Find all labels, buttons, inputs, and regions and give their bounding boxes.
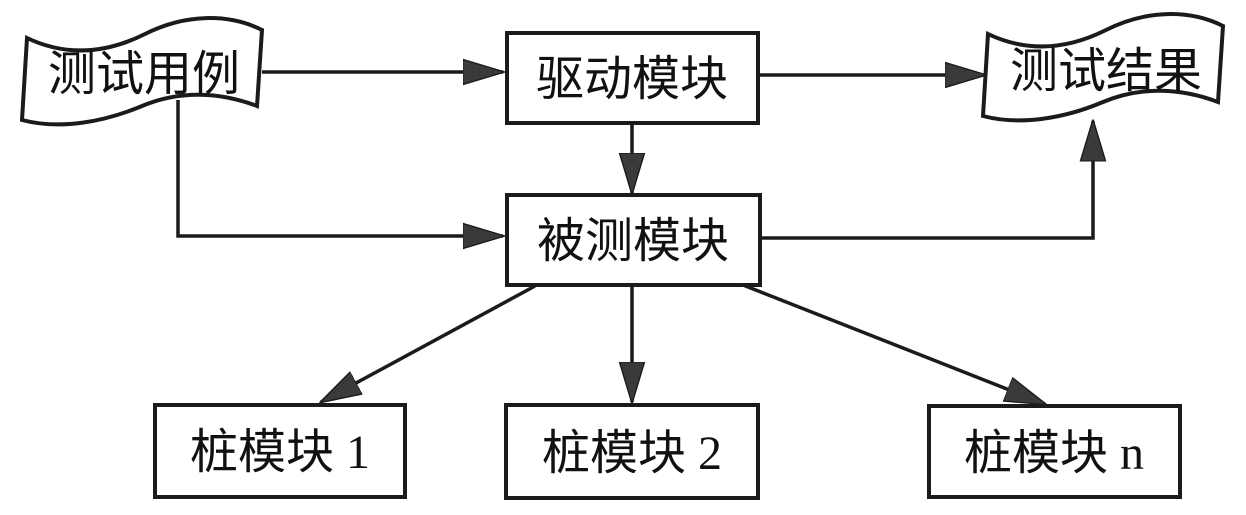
node-test-result: 测试结果 (980, 12, 1226, 123)
node-test-case: 测试用例 (19, 16, 265, 127)
test-case-tape-shape (19, 16, 265, 127)
driver-module-label: 驱动模块 (536, 53, 728, 106)
arrow-module-under-test-to-stub-module-n (742, 283, 1045, 406)
node-module-under-test: 被测模块 (505, 193, 762, 287)
test-result-tape-shape (980, 12, 1226, 123)
stub-module-1-box (153, 403, 407, 499)
node-stub-module-2: 桩模块 2 (504, 403, 760, 500)
test-result-label: 测试结果 (1010, 45, 1202, 98)
stub-module-2-box (504, 403, 760, 500)
stub-module-n-label: 桩模块 n (964, 427, 1144, 480)
arrow-module-under-test-to-stub-module-1 (321, 284, 536, 402)
node-stub-module-1: 桩模块 1 (153, 403, 407, 499)
module-under-test-label: 被测模块 (537, 215, 729, 268)
test-case-label: 测试用例 (48, 48, 240, 101)
stub-module-2-label: 桩模块 2 (542, 427, 722, 480)
driver-module-box (505, 31, 760, 125)
arrow-module-under-test-to-test-result (760, 121, 1093, 240)
stub-module-n-box (927, 404, 1182, 499)
module-under-test-box (505, 193, 762, 287)
node-stub-module-n: 桩模块 n (927, 404, 1182, 499)
stub-module-1-label: 桩模块 1 (190, 426, 370, 479)
arrow-test-case-to-module-under-test (176, 100, 503, 236)
edges (176, 72, 1093, 406)
node-driver-module: 驱动模块 (505, 31, 760, 125)
